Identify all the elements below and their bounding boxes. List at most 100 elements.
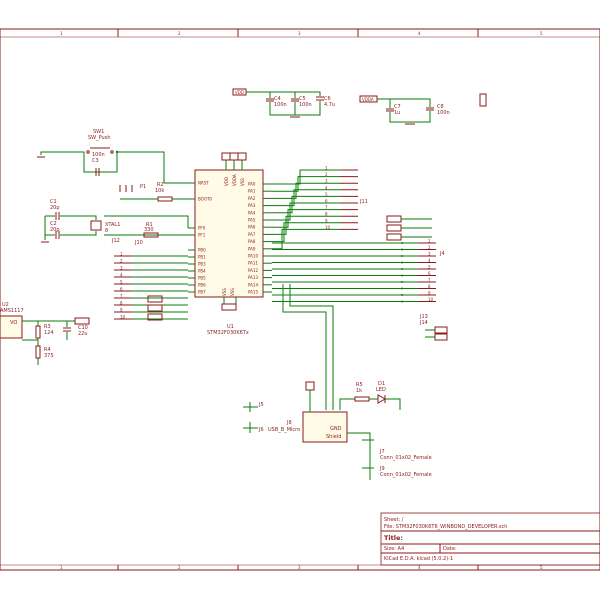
j5-ref: J5 <box>258 402 264 408</box>
u1-body <box>194 169 264 298</box>
c6-ref: C6 <box>324 96 331 102</box>
c2-value: 20p <box>50 227 60 233</box>
c6-value: 4.7u <box>324 102 335 108</box>
j7-ref: J7 <box>379 449 385 455</box>
j4-pin-number: 7 <box>428 278 431 283</box>
j11-pin-number: 6 <box>325 199 328 204</box>
j4-pin-number: 2 <box>428 245 431 250</box>
svg-text:VDDA: VDDA <box>362 97 374 102</box>
zone-3-top: 3 <box>298 31 301 36</box>
j8-gnd-pin: GND <box>330 426 342 432</box>
left-header-pin-number: 8 <box>120 301 123 306</box>
zone-5-top: 5 <box>540 31 543 36</box>
u1-bottom-pin-vss2: VSS <box>230 288 235 296</box>
j9-value: Conn_01x02_Female <box>380 472 432 478</box>
zone-2-bottom: 2 <box>178 565 181 570</box>
j9-ref: J9 <box>379 466 385 472</box>
j11-pin-number: 7 <box>325 205 328 210</box>
u1-top-pin-vdda: VDDA <box>232 174 237 186</box>
j11-wire <box>272 189 340 207</box>
vss-flag <box>479 93 487 107</box>
c1-ref: C1 <box>50 199 57 205</box>
usb-connector-body <box>302 411 348 443</box>
j4-junction <box>401 261 403 264</box>
j4-pin-number: 4 <box>428 258 431 263</box>
c2-ref: C2 <box>50 221 57 227</box>
u1-right-pin-label: PA7 <box>248 232 256 237</box>
j4-pin-number: 3 <box>428 252 431 257</box>
zone-3-bottom: 3 <box>298 565 301 570</box>
j4-junction <box>401 255 403 257</box>
u1-left-pin-label: PB0 <box>198 248 206 253</box>
c5-value: 100n <box>299 102 312 108</box>
left-header-pin-number: 6 <box>120 287 123 292</box>
j8-value: USB_B_Micro <box>268 427 300 433</box>
u2-ref: U2 <box>2 302 9 308</box>
j11-pin-number: 4 <box>325 185 328 190</box>
left-header-pin-number: 10 <box>120 315 126 320</box>
u1-value: STM32F030K6Tx <box>207 330 249 336</box>
j11-pin-number: 2 <box>325 172 328 177</box>
kicad-version: KiCad E.D.A. kicad (5.0.2)-1 <box>384 556 453 562</box>
svg-text:VDD: VDD <box>235 90 244 95</box>
u1-right-pin-label: PA15 <box>248 290 258 295</box>
r1-value: 330 <box>144 227 154 233</box>
j11-wire <box>272 209 340 228</box>
c4-ref: C4 <box>274 96 281 102</box>
xtal-ref: XTAL1 <box>105 222 120 228</box>
u1-right-pin-label: PA6 <box>248 225 256 230</box>
j11-pin-number: 3 <box>325 179 328 184</box>
r4-ref: R4 <box>44 347 51 353</box>
regulator-u2: VO U2 AMS1117 R3 124 R4 375 C10 22u <box>0 302 90 365</box>
zone-2-top: 2 <box>178 31 181 36</box>
d1-ref: D1 <box>378 381 385 387</box>
j4-junction <box>401 274 403 277</box>
j4-pin-number: 5 <box>428 265 431 270</box>
u1-right-pin-label: PA3 <box>248 203 256 208</box>
j11-pin-number: 1 <box>325 166 328 171</box>
zone-1-top: 1 <box>60 31 63 36</box>
zone-4-top: 4 <box>418 31 421 36</box>
left-header-pin-number: 4 <box>120 273 123 278</box>
j11-pin-number: 10 <box>325 225 331 230</box>
u1-right-pin-label: PA2 <box>248 196 256 201</box>
j4-junction <box>401 294 403 296</box>
title-block: Sheet: / File: STM32F030K6T6_WINBOND_DEV… <box>380 512 600 566</box>
c4-value: 100n <box>274 102 287 108</box>
u2-vo-pin: VO <box>10 320 17 326</box>
j4-junction <box>401 242 403 244</box>
title-label: Title: <box>384 534 403 542</box>
j4-junction <box>401 281 403 283</box>
size-field: Size: A4 <box>384 546 404 552</box>
j11-pin-number: 5 <box>325 192 328 197</box>
u1-right-pin-label: PA4 <box>248 210 256 215</box>
headers-j13-j14: J13 J14 <box>419 314 448 341</box>
u1-right-pin-label: PA1 <box>248 189 256 194</box>
u1-left-pin-label: PB4 <box>198 269 206 274</box>
j12-ref: J12 <box>111 238 120 244</box>
sheet-frame: 1 2 3 4 5 1 2 3 4 5 <box>0 28 600 571</box>
left-header-pin-number: 5 <box>120 280 123 285</box>
usb-led-circuit: J8 USB_B_Micro GND Shield R5 1k D1 LED J… <box>243 284 432 480</box>
left-header-pin-number: 3 <box>120 266 123 271</box>
c8-ref: C8 <box>437 104 444 110</box>
u1-right-pin-label: PA12 <box>248 268 258 273</box>
sw1-ref: SW1 <box>93 129 104 135</box>
left-header-pin-number: 2 <box>120 259 123 264</box>
r2-ref: R2 <box>157 182 164 188</box>
date-field: Date: <box>443 546 457 552</box>
c5-ref: C5 <box>299 96 306 102</box>
u1-left-pin-label: PB1 <box>198 255 206 260</box>
j11-wire <box>272 222 340 243</box>
u1-right-pin-label: PA5 <box>248 218 256 223</box>
j4-junction <box>401 248 403 251</box>
zone-4-bottom: 4 <box>418 565 421 570</box>
j4-pin-number: 6 <box>428 271 431 276</box>
j11-pin-number: 9 <box>325 218 328 223</box>
j11-wire <box>272 202 340 221</box>
c10-value: 22u <box>78 331 88 337</box>
j11-wire <box>272 176 340 192</box>
vdda-decoupling-group: VDDA C7 1u C8 100n <box>359 93 487 125</box>
u2-value: AMS1117 <box>0 308 24 314</box>
